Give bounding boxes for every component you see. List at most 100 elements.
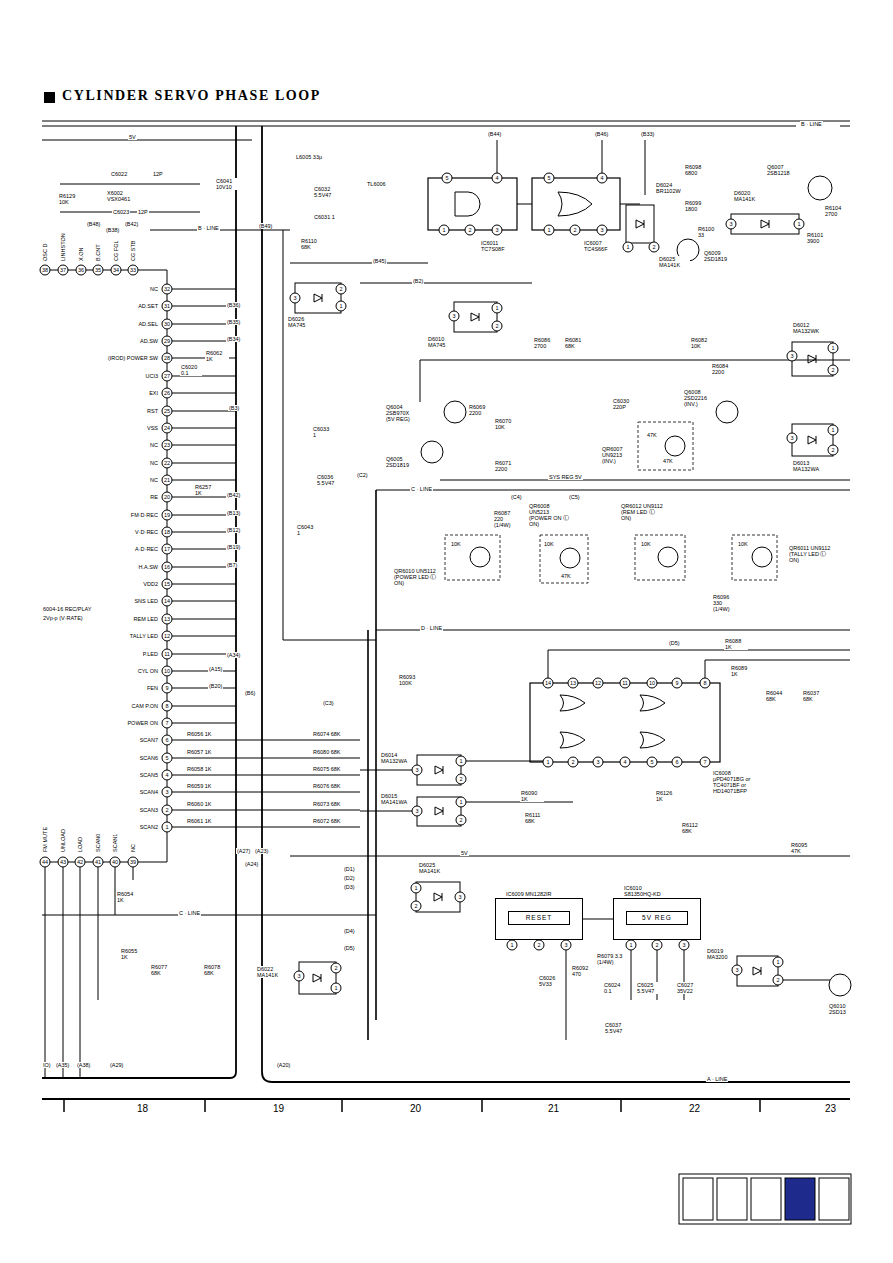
ic-function: 5V REG — [642, 914, 672, 921]
pin-number: 44 — [40, 857, 51, 868]
part-label: C · LINE — [410, 486, 433, 492]
pin-number: 1 — [456, 756, 467, 767]
pin-number: 3 — [492, 225, 503, 236]
part-label: B · LINE — [800, 121, 823, 127]
pin-number: 1 — [623, 242, 634, 253]
part-label: C6020 0.1 — [180, 364, 202, 376]
ic-package: IC6010 S81350HQ-KD5V REG — [613, 898, 701, 940]
pin-number: 2 — [465, 225, 476, 236]
diode-symbol — [314, 294, 322, 302]
part-label: R6062 1K — [205, 350, 229, 362]
pin-name: FEN — [146, 685, 159, 691]
part-label: (A34) — [226, 652, 241, 658]
wire — [60, 184, 376, 640]
part-label: 12P — [137, 209, 149, 215]
part-label: QR6012 UN9112 (REM LED Ⓛ ON) — [620, 503, 664, 521]
pin-number: 1 — [456, 797, 467, 808]
diode-symbol — [471, 313, 479, 321]
logic-gate — [560, 695, 585, 711]
pin-name: CAM P.ON — [131, 703, 160, 709]
part-label: (D4) — [343, 928, 356, 934]
part-label: X6002 VSX0461 — [106, 190, 134, 202]
logic-gate — [455, 192, 665, 748]
pin-number: 10 — [647, 678, 658, 689]
wire — [566, 950, 830, 1040]
pin-number: 19 — [162, 510, 173, 521]
part-label: (B48) — [86, 221, 101, 227]
part-label: C6031 1 — [313, 214, 336, 220]
pin-number: 3 — [294, 971, 305, 982]
part-label: A · LINE — [706, 1076, 728, 1082]
part-label: 5V — [128, 134, 137, 140]
grid-number: 18 — [136, 1103, 149, 1114]
part-label: (D2) — [343, 875, 356, 881]
part-label: (B44) — [487, 131, 502, 137]
part-label: IC6007 TC4S66F — [583, 240, 619, 252]
pin-number: 1 — [794, 219, 805, 230]
part-label: R6044 68K — [765, 690, 789, 702]
part-label: R6111 68K — [524, 812, 548, 824]
transistor-symbol — [658, 547, 678, 567]
part-label: R6072 68K — [312, 818, 342, 824]
part-label: R6075 68K — [312, 766, 342, 772]
part-label: (B13) — [226, 510, 241, 516]
pin-number: 6 — [672, 757, 683, 768]
pin-number: 1 — [439, 225, 450, 236]
grid-number: 19 — [272, 1103, 285, 1114]
wire — [40, 121, 850, 1082]
part-label: D6024 BR1102W — [655, 182, 689, 194]
part-label: R6126 1K — [655, 790, 679, 802]
ic-outline — [428, 178, 517, 230]
wire — [368, 490, 376, 1040]
pin-name: UCI3 — [144, 373, 159, 379]
transistor-package — [732, 535, 777, 580]
part-label: C6026 5V33 — [538, 975, 562, 987]
transistor-symbol — [665, 436, 685, 456]
pin-number: 1 — [336, 301, 347, 312]
pin-number: 15 — [162, 579, 173, 590]
part-label: (A35) — [55, 1062, 70, 1068]
part-label: (A24) — [244, 861, 259, 867]
part-label: (B19) — [226, 544, 241, 550]
pin-name: NC — [149, 442, 159, 448]
part-label: IO) — [42, 1062, 52, 1068]
part-label: R6088 1K — [724, 638, 748, 650]
pin-number: 1 — [162, 822, 173, 833]
pin-number: 30 — [162, 319, 173, 330]
part-label: R6079 3.3 (1/4W) — [596, 953, 624, 965]
pin-name: LOAD — [77, 836, 83, 853]
part-label: (D1) — [343, 866, 356, 872]
wire — [42, 480, 850, 915]
part-label: (B45) — [372, 258, 387, 264]
diode-symbol — [636, 220, 644, 228]
part-label: R6092 470 — [571, 965, 595, 977]
grid-number: 22 — [688, 1103, 701, 1114]
page-index — [819, 1178, 849, 1220]
pin-number: 38 — [40, 265, 51, 276]
part-label: C6041 10V10 — [215, 178, 241, 190]
part-label: C6037 5.5V47 — [604, 1022, 630, 1034]
diode-symbol — [434, 893, 442, 901]
part-label: (B38) — [105, 227, 120, 233]
ruler — [42, 1099, 850, 1112]
pin-name: NC — [149, 286, 159, 292]
part-label: R6055 1K — [120, 948, 144, 960]
part-label: (B35) — [226, 319, 241, 325]
pin-number: 7 — [700, 757, 711, 768]
pin-number: 1 — [626, 940, 637, 951]
ic-function: RESET — [526, 914, 553, 921]
part-label: (D3) — [343, 884, 356, 890]
pin-number: 36 — [76, 265, 87, 276]
part-label: R6057 1K — [186, 749, 212, 755]
page-index — [683, 1178, 713, 1220]
pin-number: 5 — [544, 173, 555, 184]
pin-number: 9 — [162, 683, 173, 694]
diode-package — [626, 205, 654, 243]
pin-number: 5 — [647, 757, 658, 768]
pin-number: 1 — [507, 940, 518, 951]
wire — [40, 270, 167, 862]
pin-number: 21 — [162, 475, 173, 486]
part-label: B · LINE — [197, 225, 220, 231]
part-label: D6012 MA132WK — [792, 322, 826, 334]
wire — [42, 121, 850, 140]
